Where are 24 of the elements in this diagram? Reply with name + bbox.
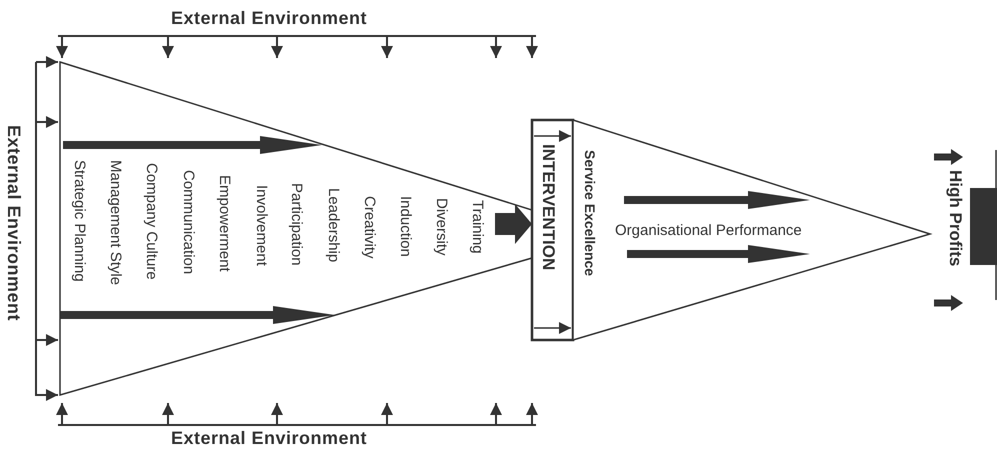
factor-label: Management Style: [108, 160, 123, 286]
factor-label: Participation: [289, 183, 304, 266]
block-arrow: [495, 204, 532, 244]
factor-label: Communication: [181, 170, 196, 274]
node-label: Organisational Performance: [615, 222, 802, 239]
factor-label: Strategic Planning: [72, 160, 87, 282]
factor-label: Induction: [398, 196, 413, 257]
factor-label: Diversity: [434, 198, 449, 256]
node-label: High Profits: [947, 170, 964, 266]
performance-triangle: [573, 120, 930, 340]
factor-label: Involvement: [254, 185, 269, 266]
environment-label: External Environment: [171, 428, 368, 449]
intervention-box: [532, 120, 573, 340]
factor-label: Creativity: [362, 196, 377, 259]
factor-label: Training: [470, 200, 485, 254]
factor-label: Leadership: [326, 188, 341, 262]
vertical-label: Service Excellence: [583, 150, 597, 276]
funnel-triangle: [60, 62, 532, 395]
factor-label: Empowerment: [217, 175, 232, 272]
environment-label: External Environment: [5, 125, 23, 322]
box-label: INTERVENTION: [540, 144, 557, 270]
factor-label: Company Culture: [144, 163, 159, 280]
solid-bar: [970, 188, 997, 265]
environment-label: External Environment: [171, 8, 368, 29]
